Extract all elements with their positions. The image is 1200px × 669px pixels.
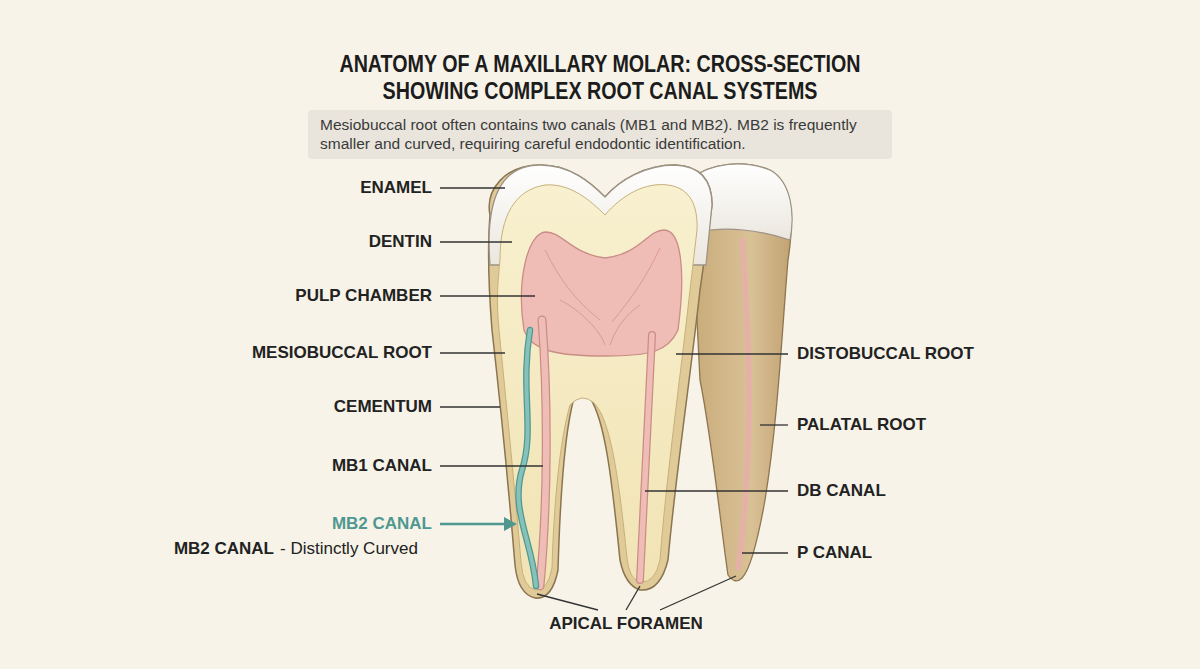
leader-line bbox=[440, 406, 500, 407]
part-label: ENAMEL bbox=[360, 178, 432, 198]
part-label: PALATAL ROOT bbox=[797, 415, 926, 435]
mb2-arrow-shaft bbox=[440, 523, 506, 526]
part-label: MESIOBUCCAL ROOT bbox=[252, 343, 432, 363]
mb1-canal-edge bbox=[540, 320, 546, 586]
part-label: DB CANAL bbox=[797, 481, 886, 501]
leader-line bbox=[742, 552, 788, 553]
part-label: MB2 CANAL bbox=[332, 514, 432, 534]
leader-line bbox=[440, 465, 543, 466]
mb2-arrow-head bbox=[504, 517, 517, 531]
caption-box: Mesiobuccal root often contains two cana… bbox=[308, 110, 892, 159]
leader-line bbox=[676, 353, 788, 354]
part-label: DENTIN bbox=[369, 232, 432, 252]
db-canal bbox=[640, 335, 652, 580]
caption: Mesiobuccal root often contains two cana… bbox=[320, 115, 880, 154]
mb2-canal bbox=[518, 330, 536, 586]
mb1-canal bbox=[540, 320, 546, 586]
leader-line bbox=[660, 576, 736, 610]
title: ANATOMY OF A MAXILLARY MOLAR: CROSS-SECT… bbox=[325, 50, 874, 104]
mb2-canal-edge bbox=[518, 330, 536, 586]
part-label: - Distinctly Curved bbox=[280, 539, 418, 559]
dentin-body bbox=[497, 185, 697, 590]
leader-line bbox=[645, 490, 788, 491]
part-label: MB2 CANAL bbox=[174, 539, 274, 559]
part-label: DISTOBUCCAL ROOT bbox=[797, 344, 974, 364]
leader-line bbox=[537, 594, 598, 610]
part-label: P CANAL bbox=[797, 543, 872, 563]
leader-line bbox=[440, 295, 535, 296]
part-label: PULP CHAMBER bbox=[295, 286, 432, 306]
part-label: APICAL FORAMEN bbox=[549, 614, 703, 634]
leader-line bbox=[440, 241, 512, 242]
pulp-vessels bbox=[545, 248, 660, 345]
cementum-outline bbox=[489, 165, 712, 598]
part-label: MB1 CANAL bbox=[332, 456, 432, 476]
leader-line bbox=[440, 187, 505, 188]
leader-line bbox=[626, 586, 640, 610]
part-label: CEMENTUM bbox=[334, 397, 432, 417]
palatal-canal bbox=[738, 240, 749, 568]
leader-line bbox=[760, 424, 788, 425]
db-canal-edge bbox=[640, 335, 652, 580]
leader-line bbox=[440, 352, 505, 353]
